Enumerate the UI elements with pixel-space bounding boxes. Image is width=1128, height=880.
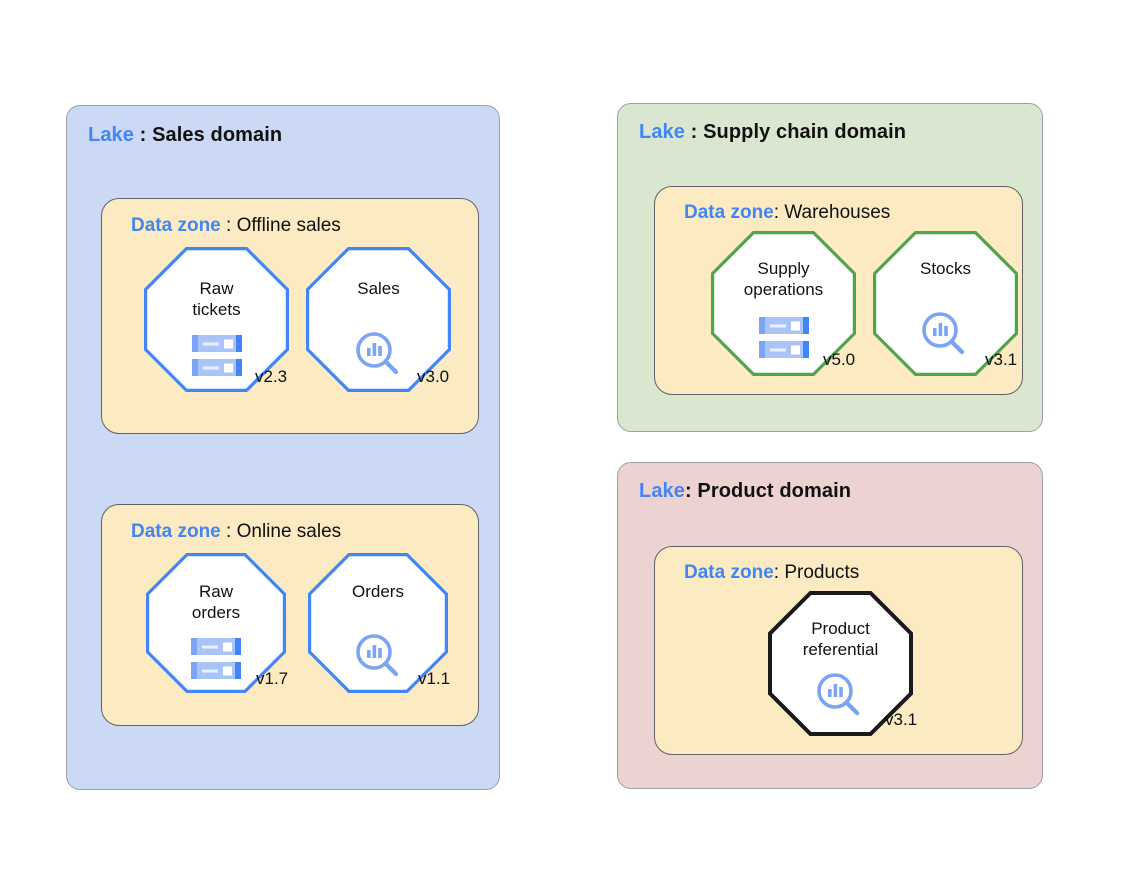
data-zone-keyword: Data zone — [131, 215, 221, 236]
lake-name: Sales domain — [152, 124, 283, 146]
data-product-node-product-referential[interactable]: Product referential v3.1 — [768, 591, 917, 736]
octagon-shape — [146, 553, 286, 693]
lake-title-supply-chain-domain: Lake : Supply chain domain — [639, 121, 906, 144]
lake-panel-product-domain[interactable]: Lake: Product domain Data zone: Products… — [617, 462, 1043, 789]
data-product-node-supply-operations[interactable]: Supply operations v5.0 — [711, 231, 856, 376]
data-zone-title-online-sales: Data zone : Online sales — [131, 521, 341, 543]
data-zone-panel-warehouses[interactable]: Data zone: Warehouses Supply operations — [654, 186, 1023, 395]
data-product-label: Stocks — [919, 259, 972, 278]
data-product-version: v3.0 — [417, 367, 450, 386]
data-product-version: v1.7 — [256, 669, 289, 688]
data-zone-separator: : — [773, 202, 785, 223]
lake-name: Supply chain domain — [703, 121, 907, 143]
octagon-shape — [711, 231, 856, 376]
lake-name: Product domain — [697, 480, 852, 502]
data-product-label: Raw tickets — [192, 279, 241, 319]
lake-separator: : — [134, 124, 153, 146]
lake-keyword: Lake — [639, 480, 685, 502]
data-zone-name: Offline sales — [236, 215, 341, 236]
lake-panel-supply-chain-domain[interactable]: Lake : Supply chain domain Data zone: Wa… — [617, 103, 1043, 432]
data-product-version: v2.3 — [255, 367, 288, 386]
data-zone-keyword: Data zone — [684, 202, 774, 223]
lake-title-product-domain: Lake: Product domain — [639, 480, 851, 503]
data-product-node-orders[interactable]: Orders v1.1 — [308, 553, 451, 693]
lake-panel-sales-domain[interactable]: Lake : Sales domain Data zone : Offline … — [66, 105, 500, 790]
data-product-label: Supply operations — [743, 259, 824, 299]
lake-keyword: Lake — [639, 121, 685, 143]
data-product-label: Raw orders — [191, 582, 241, 622]
octagon-shape — [768, 591, 913, 736]
data-product-label: Orders — [352, 582, 404, 601]
data-zone-title-products: Data zone: Products — [684, 562, 859, 584]
data-zone-title-offline-sales: Data zone : Offline sales — [131, 215, 341, 237]
data-product-version: v3.1 — [985, 350, 1018, 369]
octagon-shape — [144, 247, 289, 392]
lake-keyword: Lake — [88, 124, 134, 146]
data-product-node-raw-orders[interactable]: Raw orders v1.7 — [146, 553, 289, 693]
data-zone-separator: : — [220, 215, 237, 236]
data-product-version: v5.0 — [823, 350, 856, 369]
data-product-node-raw-tickets[interactable]: Raw tickets v2.3 — [144, 247, 289, 392]
data-product-node-stocks[interactable]: Stocks v3.1 — [873, 231, 1018, 376]
data-zone-keyword: Data zone — [684, 562, 774, 583]
data-zone-panel-products[interactable]: Data zone: Products Product referential … — [654, 546, 1023, 755]
octagon-shape — [873, 231, 1018, 376]
data-zone-separator: : — [220, 521, 237, 542]
data-product-node-sales[interactable]: Sales v3.0 — [306, 247, 451, 392]
data-zone-separator: : — [773, 562, 785, 583]
data-product-label: Product referential — [802, 619, 879, 659]
data-zone-name: Online sales — [236, 521, 342, 542]
data-zone-panel-offline-sales[interactable]: Data zone : Offline sales Raw tickets — [101, 198, 479, 434]
data-zone-keyword: Data zone — [131, 521, 221, 542]
data-product-version: v1.1 — [418, 669, 451, 688]
lake-separator: : — [685, 480, 698, 502]
octagon-shape — [306, 247, 451, 392]
data-zone-name: Warehouses — [784, 202, 891, 223]
data-product-label: Sales — [357, 279, 400, 298]
data-zone-panel-online-sales[interactable]: Data zone : Online sales Raw orders — [101, 504, 479, 726]
lake-title-sales-domain: Lake : Sales domain — [88, 124, 282, 147]
data-zone-name: Products — [784, 562, 860, 583]
data-product-version: v3.1 — [885, 710, 918, 729]
lake-separator: : — [685, 121, 704, 143]
data-zone-title-warehouses: Data zone: Warehouses — [684, 202, 890, 224]
octagon-shape — [308, 553, 448, 693]
